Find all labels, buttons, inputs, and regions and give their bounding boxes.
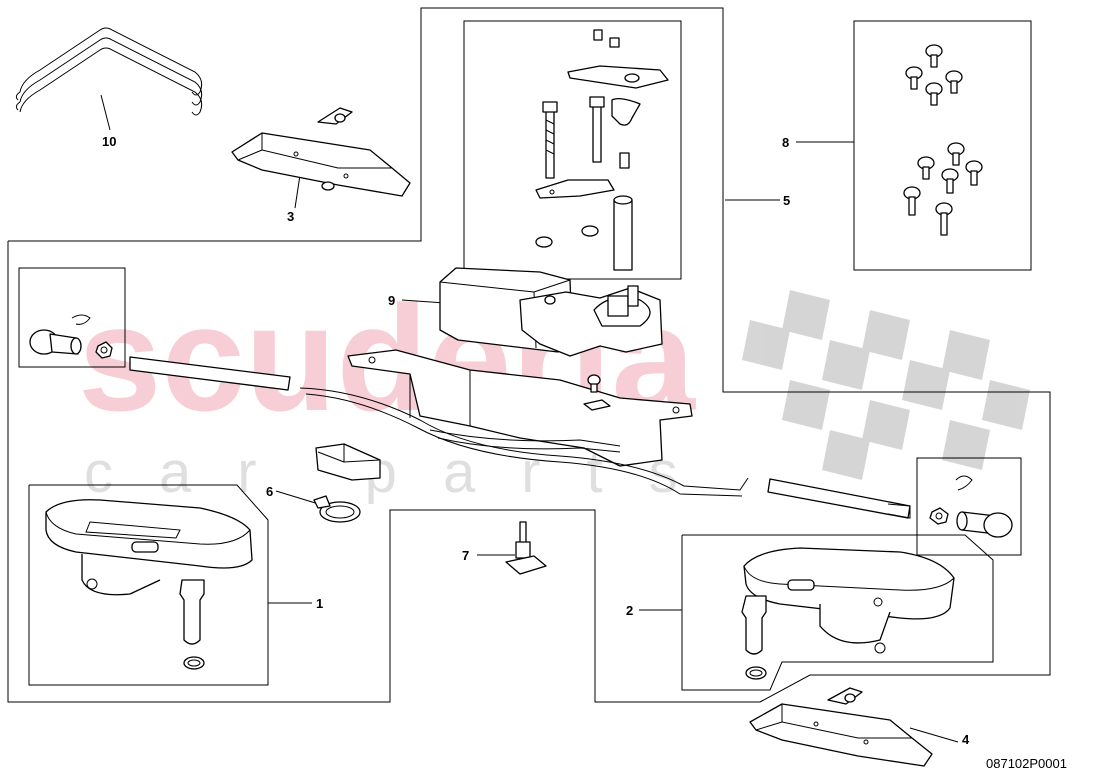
part-3-hinge-bracket (231, 107, 411, 197)
part-4-hinge-bracket (749, 687, 933, 767)
ball-joint-kit-left (29, 314, 113, 359)
callout-4: 4 (962, 732, 970, 747)
callout-6: 6 (266, 484, 273, 499)
callout-1: 1 (316, 596, 323, 611)
part-5-hardware-kit (535, 29, 669, 271)
part-6-hose-clamp (313, 495, 361, 523)
watermark-checkered-flag (742, 290, 1030, 480)
part-1-latch-left (45, 499, 253, 670)
document-id: 087102P0001 (986, 756, 1067, 771)
part-10-wire-clips (15, 27, 203, 116)
watermark-subtitle: car parts (84, 440, 724, 505)
part-2-latch-right (741, 547, 955, 680)
main-linkage-assembly (129, 349, 911, 519)
callout-10: 10 (102, 134, 116, 149)
ball-joint-kit-right (929, 475, 1013, 538)
part-8-screws (903, 44, 983, 236)
callout-5: 5 (783, 193, 790, 208)
leader-lines (100, 94, 959, 743)
cable-guide-block (315, 443, 381, 481)
callout-3: 3 (287, 209, 294, 224)
part-7-pin (505, 521, 547, 575)
callout-2: 2 (626, 603, 633, 618)
callout-8: 8 (782, 135, 789, 150)
callout-9: 9 (388, 293, 395, 308)
part-9-actuator-motor (439, 267, 663, 357)
callout-labels: 1 2 3 4 5 6 7 8 9 10 (102, 134, 970, 747)
callout-7: 7 (462, 548, 469, 563)
